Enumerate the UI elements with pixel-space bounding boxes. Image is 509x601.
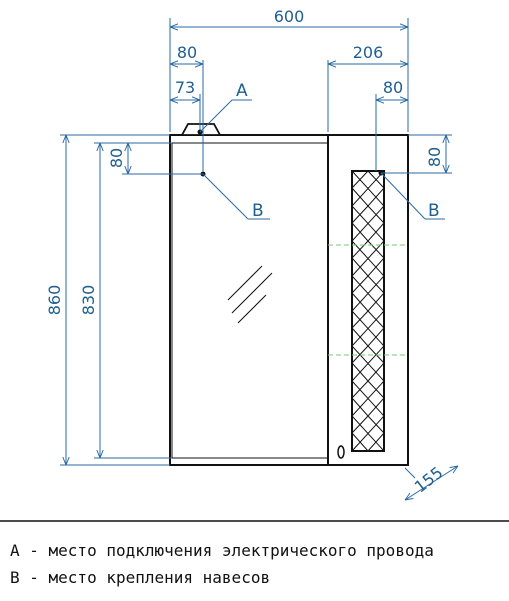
cabinet-knob — [337, 445, 345, 459]
cabinet-outline — [169, 134, 409, 466]
dim-830: 830 — [79, 285, 98, 316]
leader-a — [199, 99, 233, 133]
legend-line-a: A - место подключения электрического про… — [10, 541, 434, 560]
marker-b-left: B — [252, 201, 264, 221]
dim-600: 600 — [274, 7, 305, 26]
dim-80-vert-right: 80 — [425, 147, 444, 167]
top-dimensions: 600 80 73 206 80 — [169, 7, 409, 171]
left-dimensions: 860 830 80 — [45, 134, 203, 466]
depth-dimension: 155 — [405, 463, 458, 500]
leader-b-left — [202, 173, 249, 220]
dim-155: 155 — [411, 463, 447, 497]
cabinet-body — [169, 123, 409, 466]
marker-b-right: B — [428, 201, 440, 221]
right-dimensions: 80 — [381, 134, 452, 174]
lattice-diamonds — [351, 170, 385, 452]
lamp-fixture — [180, 123, 222, 136]
dim-860: 860 — [45, 285, 64, 316]
dim-80-vert-left: 80 — [107, 148, 126, 168]
legend-line-b: B - место крепления навесов — [10, 568, 270, 587]
dim-line-155 — [405, 466, 458, 500]
dim-80-right: 80 — [383, 78, 403, 97]
callouts: A B B — [199, 81, 445, 221]
dim-73: 73 — [175, 78, 195, 97]
dim-206: 206 — [353, 43, 384, 62]
dim-80-left: 80 — [177, 43, 197, 62]
mirror-hatch — [227, 265, 273, 324]
lattice-inner — [351, 205, 385, 452]
leader-b-right — [380, 172, 426, 220]
marker-a: A — [236, 81, 248, 101]
